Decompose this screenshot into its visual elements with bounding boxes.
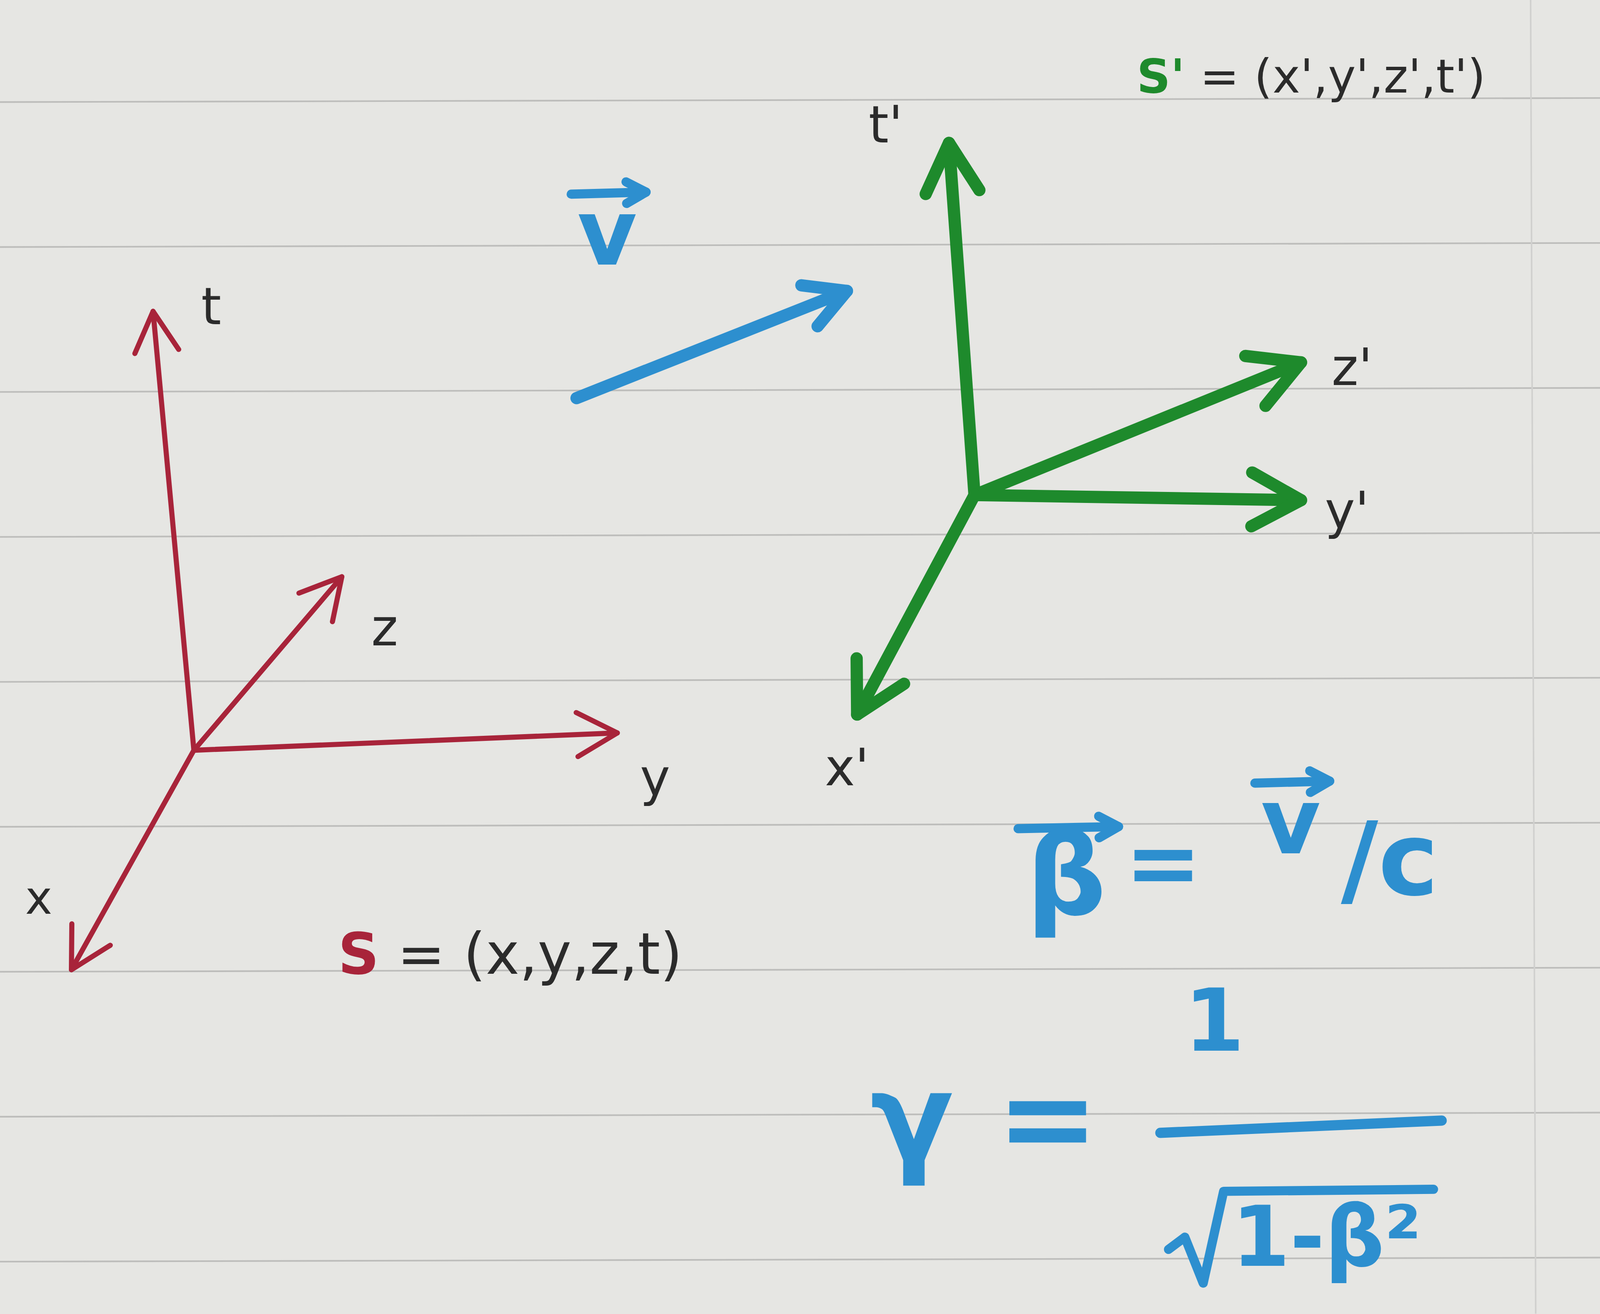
axis-arrow xyxy=(974,472,1301,527)
axis-arrow-head xyxy=(299,576,343,622)
axis-label: t' xyxy=(868,98,903,150)
frame-name: S' = (x',y',z',t') xyxy=(1136,53,1486,101)
axis-arrow xyxy=(925,142,980,495)
formula-symbol: = xyxy=(1124,816,1202,908)
fraction-bar xyxy=(1160,1120,1442,1133)
axis-arrow-head xyxy=(71,923,111,970)
radical-sign xyxy=(1168,1188,1434,1283)
axis-arrow-head xyxy=(1251,472,1302,527)
frame-name: S = (x,y,z,t) xyxy=(337,925,683,983)
axis-arrow-head xyxy=(134,311,179,354)
axis-arrow xyxy=(193,712,618,757)
velocity-symbol: v xyxy=(577,186,638,279)
ruled-line xyxy=(0,677,1600,682)
axis-arrow-shaft xyxy=(193,732,618,750)
axis-label: z' xyxy=(1331,341,1373,393)
velocity-arrow-shaft xyxy=(576,290,848,398)
axis-label: y xyxy=(640,752,671,804)
axis-arrow-shaft xyxy=(71,749,194,970)
formula-symbol: /c xyxy=(1341,808,1439,911)
axis-arrow-shaft xyxy=(948,142,975,495)
axis-label: x xyxy=(25,874,53,922)
axis-arrow-shaft xyxy=(974,494,1301,500)
axis-arrow-shaft xyxy=(857,494,975,715)
axis-arrow xyxy=(134,311,194,751)
axis-label: t xyxy=(201,280,221,332)
axis-arrow xyxy=(193,576,342,751)
axis-arrow-head xyxy=(856,658,905,715)
ruled-line xyxy=(0,242,1600,248)
axis-arrow xyxy=(71,749,194,970)
formula-denominator: 1-β² xyxy=(1231,1194,1421,1279)
formula-symbol: v xyxy=(1260,775,1321,868)
formula-numerator: 1 xyxy=(1184,977,1245,1064)
axis-label: z xyxy=(371,602,398,654)
axis-arrow-head xyxy=(1245,355,1301,406)
axis-label: y' xyxy=(1324,484,1370,536)
formula-symbol: β xyxy=(1026,819,1107,932)
axis-arrow-shaft xyxy=(193,576,342,751)
velocity-arrow xyxy=(576,285,848,398)
axis-arrow-head xyxy=(925,142,980,194)
formula-symbol: γ = xyxy=(870,1056,1099,1179)
axis-label: x' xyxy=(824,741,870,794)
ruled-line xyxy=(0,1112,1600,1117)
velocity-arrow-head xyxy=(801,285,848,327)
margin-line xyxy=(1530,0,1536,1314)
axis-arrow-shaft xyxy=(152,311,194,751)
axis-arrow-head xyxy=(576,712,618,757)
axis-arrow xyxy=(856,494,975,715)
ruled-line xyxy=(0,967,1600,972)
